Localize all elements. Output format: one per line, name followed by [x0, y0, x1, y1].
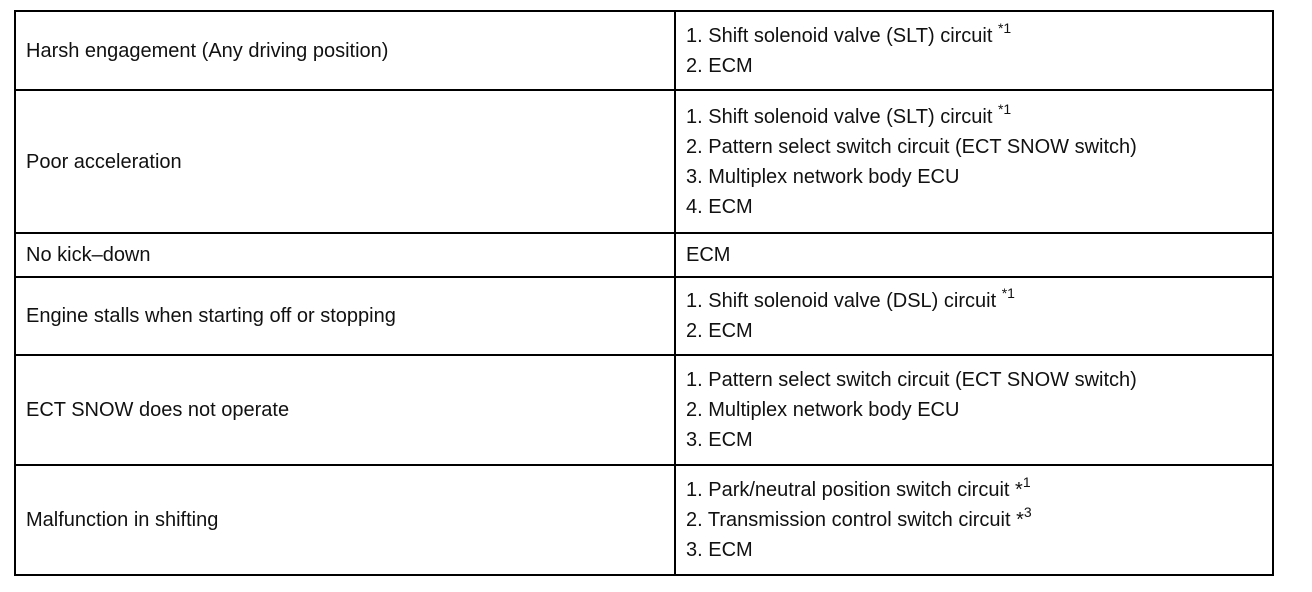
symptom-cell: Poor acceleration — [14, 89, 676, 234]
symptom-cell: Harsh engagement (Any driving position) — [14, 10, 676, 91]
suspect-area-item: ECM — [686, 244, 731, 266]
suspect-area-item: 1. Park/neutral position switch circuit … — [686, 474, 1031, 501]
footnote-marker: 1 — [1022, 474, 1031, 490]
footnote-marker: *1 — [997, 100, 1012, 117]
suspect-area-item: 2. Multiplex network body ECU — [686, 399, 960, 421]
suspect-area-cell: 1. Shift solenoid valve (SLT) circuit *1… — [674, 89, 1274, 234]
symptom-cell: No kick–down — [14, 232, 676, 278]
suspect-area-cell: 1. Shift solenoid valve (SLT) circuit *1… — [674, 10, 1274, 91]
table-row: Malfunction in shifting 1. Park/neutral … — [14, 464, 1274, 576]
suspect-area-item: 2. Transmission control switch circuit *… — [686, 504, 1032, 531]
symptom-cell: Malfunction in shifting — [14, 464, 676, 576]
suspect-area-cell: 1. Shift solenoid valve (DSL) circuit *1… — [674, 276, 1274, 356]
symptom-cell: Engine stalls when starting off or stopp… — [14, 276, 676, 356]
suspect-area-item: 2. Pattern select switch circuit (ECT SN… — [686, 135, 1137, 158]
symptom-table: Harsh engagement (Any driving position) … — [14, 10, 1274, 576]
table-row: Poor acceleration 1. Shift solenoid valv… — [14, 89, 1274, 234]
footnote-marker: *1 — [997, 19, 1012, 36]
suspect-area-item: 1. Shift solenoid valve (DSL) circuit *1 — [686, 285, 1015, 312]
suspect-area-item: 4. ECM — [686, 195, 753, 218]
suspect-area-item: 3. Multiplex network body ECU — [686, 165, 960, 188]
suspect-area-item: 1. Shift solenoid valve (SLT) circuit *1 — [686, 19, 1012, 47]
suspect-area-item: 3. ECM — [686, 429, 753, 451]
suspect-area-cell: ECM — [674, 232, 1274, 278]
symptom-cell: ECT SNOW does not operate — [14, 354, 676, 466]
table-row: Harsh engagement (Any driving position) … — [14, 10, 1274, 91]
suspect-area-item: 1. Pattern select switch circuit (ECT SN… — [686, 369, 1137, 391]
suspect-area-item: 2. ECM — [686, 54, 753, 77]
suspect-area-cell: 1. Park/neutral position switch circuit … — [674, 464, 1274, 576]
suspect-area-item: 3. ECM — [686, 539, 753, 561]
table-row: No kick–down ECM — [14, 232, 1274, 278]
footnote-marker: *1 — [1001, 285, 1015, 301]
footnote-marker: 3 — [1023, 504, 1032, 520]
table-row: ECT SNOW does not operate 1. Pattern sel… — [14, 354, 1274, 466]
suspect-area-item: 2. ECM — [686, 320, 753, 342]
suspect-area-cell: 1. Pattern select switch circuit (ECT SN… — [674, 354, 1274, 466]
table-row: Engine stalls when starting off or stopp… — [14, 276, 1274, 356]
suspect-area-item: 1. Shift solenoid valve (SLT) circuit *1 — [686, 100, 1012, 128]
